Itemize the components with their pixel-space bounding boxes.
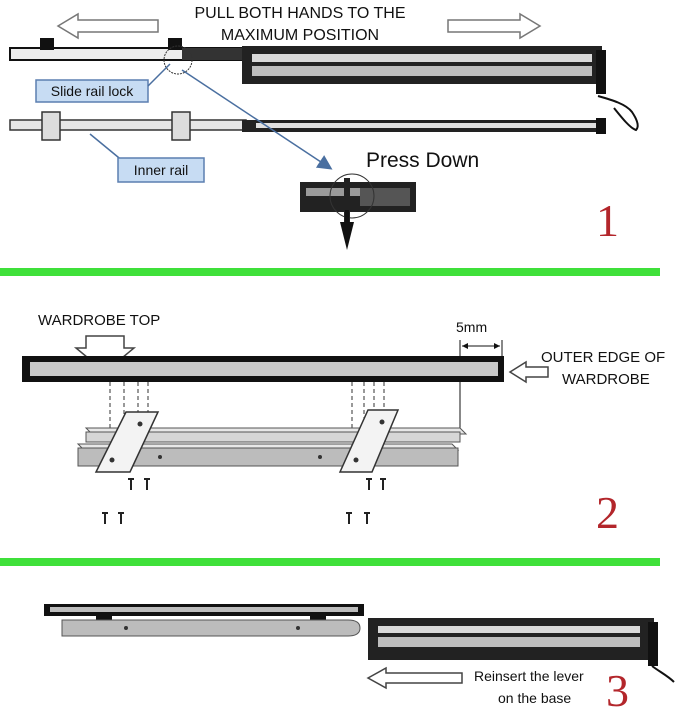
mounted-rail xyxy=(44,604,364,637)
title-line-1: PULL BOTH HANDS TO THE xyxy=(194,5,405,22)
screws-icon xyxy=(102,478,386,524)
inner-rail-label: Inner rail xyxy=(134,162,188,178)
divider-2 xyxy=(0,558,660,566)
arrow-left-icon xyxy=(56,12,159,40)
zoom-pointer-arrow xyxy=(181,69,333,170)
slide-rail-lock-callout: Slide rail lock xyxy=(35,63,171,103)
upper-slide-rail xyxy=(9,38,639,132)
arrow-left-reinsert-icon xyxy=(366,666,463,690)
gap-dimension: 5mm xyxy=(456,319,503,440)
wardrobe-top-label: WARDROBE TOP xyxy=(38,312,160,329)
lock-highlight-circle xyxy=(163,45,193,75)
section-1: PULL BOTH HANDS TO THE MAXIMUM POSITION … xyxy=(9,5,639,250)
outer-edge-line-2: WARDROBE xyxy=(562,371,650,388)
arrow-left-outer-icon xyxy=(508,360,549,384)
mounting-bracket-left xyxy=(94,411,160,473)
press-arrow-icon xyxy=(340,222,354,250)
inner-rail xyxy=(9,111,606,141)
reinsert-line-1: Reinsert the lever xyxy=(474,668,584,684)
section-3: Reinsert the lever on the base 3 xyxy=(44,604,675,712)
divider-1 xyxy=(0,268,660,276)
step-number-2: 2 xyxy=(596,487,619,538)
title-line-2: MAXIMUM POSITION xyxy=(221,27,379,44)
inner-rail-callout: Inner rail xyxy=(89,133,205,183)
section-2: WARDROBE TOP 5mm OUTER EDGE OF WARDROBE xyxy=(22,312,665,538)
lower-rail xyxy=(368,618,675,683)
step-number-3: 3 xyxy=(606,665,629,712)
outer-edge-line-1: OUTER EDGE OF xyxy=(541,349,665,366)
arrow-right-icon xyxy=(447,12,542,40)
press-down-detail xyxy=(300,173,416,250)
mounting-bracket-right xyxy=(338,409,400,473)
gap-label: 5mm xyxy=(456,319,487,335)
step-number-1: 1 xyxy=(596,195,619,246)
slide-rail-lock-label: Slide rail lock xyxy=(51,83,134,99)
press-down-label: Press Down xyxy=(366,149,479,172)
reinsert-line-2: on the base xyxy=(498,690,571,706)
